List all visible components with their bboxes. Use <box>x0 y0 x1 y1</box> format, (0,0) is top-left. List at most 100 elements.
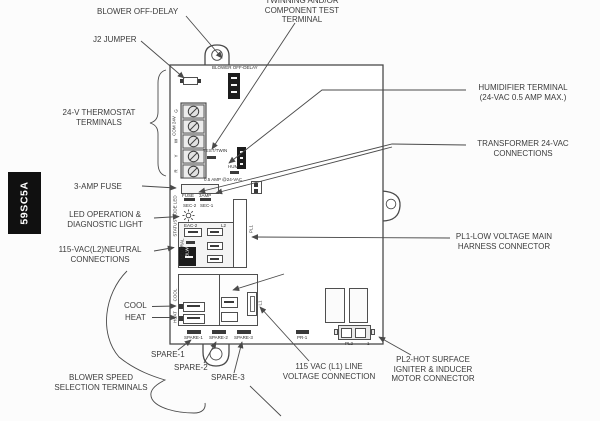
spade-slot <box>210 245 219 247</box>
sec2-pad <box>184 198 195 201</box>
screw-terminal-w <box>187 135 200 148</box>
relay-2 <box>349 288 368 323</box>
callout-twinning: TWINNING AND/OR COMPONENT TEST TERMINAL <box>247 0 357 25</box>
leader-cool <box>151 303 177 310</box>
leader-humidifier <box>228 89 466 164</box>
blw-label: BLW <box>184 247 190 257</box>
j2-jumper <box>183 77 198 85</box>
l1-label: L1 <box>257 300 263 306</box>
model-number-tab: 59SC5A <box>8 172 41 234</box>
pl2-board-label: PL2 <box>345 340 354 346</box>
right-mount-hole <box>385 198 397 210</box>
callout-line: MOTOR CONNECTOR <box>391 374 475 384</box>
leader-spare3 <box>233 341 244 374</box>
callout-pl2: PL2-HOT SURFACE IGNITER & INDUCER MOTOR … <box>381 355 485 384</box>
header-pin <box>254 183 258 187</box>
j2-pin-right <box>198 79 201 83</box>
terminal-label-y: Y <box>173 154 179 158</box>
callout-line: HARNESS CONNECTOR <box>457 241 551 251</box>
screw-terminal-g <box>187 105 200 118</box>
callout-line: TRANSFORMER 24-VAC <box>477 139 569 148</box>
callout-line: TWINNING AND/OR <box>265 0 339 5</box>
callout-blower-speed: BLOWER SPEED SELECTION TERMINALS <box>41 373 161 392</box>
callout-j2-jumper: J2 JUMPER <box>93 35 137 44</box>
leader-pl1 <box>251 234 451 241</box>
heat-terminal <box>183 314 205 324</box>
callout-line: (115-VAC 1.0 AMP MAX.) <box>283 266 374 276</box>
leader-blower-off-delay <box>185 15 223 59</box>
relay-1 <box>325 288 345 323</box>
pl2-pin-label: 1 <box>367 340 370 346</box>
leader-fuse <box>141 184 177 191</box>
leader-line-voltage <box>259 306 310 362</box>
right-mount-tab <box>381 190 401 222</box>
spade-slot <box>187 317 200 319</box>
callout-neutral: 115-VAC(L2)NEUTRAL CONNECTIONS <box>42 245 158 264</box>
cool-terminal <box>183 302 205 312</box>
bottom-mount-hole <box>209 347 223 361</box>
callout-spare1: SPARE-1 <box>151 350 185 359</box>
jumper-pin <box>231 84 237 86</box>
screw-terminal-r <box>187 165 200 178</box>
cool-nub <box>179 304 183 309</box>
jumper-pin <box>231 91 237 93</box>
pl2-pin-2 <box>355 328 366 338</box>
callout-spare2: SPARE-2 <box>174 363 208 372</box>
pl1-connector <box>233 199 247 268</box>
spade-slot <box>210 258 219 260</box>
spare2-pad <box>212 330 226 334</box>
callout-heat: HEAT <box>125 312 146 322</box>
model-number: 59SC5A <box>18 181 31 225</box>
pr1-pad <box>296 330 309 334</box>
callout-line: SELECTION TERMINALS <box>54 382 148 392</box>
spare2-board-label: SPARE-2 <box>209 335 228 340</box>
callout-blower-off-delay: BLOWER OFF-DELAY <box>97 7 179 16</box>
leader-spare1 <box>177 339 192 351</box>
terminal-label-w: W <box>173 138 179 144</box>
header-pin <box>254 189 258 193</box>
callout-transformer: TRANSFORMER 24-VAC CONNECTIONS <box>463 139 583 158</box>
callout-line: VOLTAGE CONNECTION <box>282 371 376 381</box>
callout-line: CONNECTIONS <box>493 148 553 158</box>
pl2-tab-left <box>334 329 338 335</box>
spade-slot <box>224 301 234 303</box>
spare3-pad <box>237 330 251 334</box>
block-divider <box>219 274 220 326</box>
spare1-board-label: SPARE-1 <box>184 335 203 340</box>
terminal-label-com: COM 24V <box>171 116 177 136</box>
screw-terminal-com <box>187 120 200 133</box>
thermostat-strip <box>180 102 207 179</box>
cool-vlabel: COOL <box>172 288 177 302</box>
callout-line: PL2-HOT SURFACE <box>396 355 470 364</box>
sec1-label: SEC-1 <box>200 202 214 208</box>
top-mount-hole <box>211 49 223 61</box>
l1-connector-inner <box>249 296 255 312</box>
screw-terminal-y <box>187 150 200 163</box>
twin-pin <box>240 157 243 159</box>
status-led-icon <box>182 209 195 222</box>
pl2-tab-right <box>371 329 375 335</box>
fuse-label: FUSE <box>182 193 195 198</box>
l2-label: L2 <box>221 222 227 228</box>
callout-line-voltage: 115 VAC (L1) LINE VOLTAGE CONNECTION <box>277 362 381 381</box>
hum-label: HUM <box>228 164 239 169</box>
hum-pad <box>230 171 239 174</box>
leader-tail <box>249 385 282 417</box>
jumper-pin <box>231 77 237 79</box>
neutral-label: NEUTRAL <box>179 238 184 260</box>
callout-line: TERMINALS <box>76 117 122 127</box>
callout-line: COMPONENT TEST <box>264 5 340 15</box>
sec1-pad <box>200 198 211 201</box>
callout-line: 24-V THERMOSTAT <box>62 108 136 117</box>
callout-line: EAC-1 TERMINAL <box>295 257 362 266</box>
terminal-label-g: G <box>173 109 179 113</box>
fuse-amp-label: 3AMP <box>199 193 212 198</box>
top-mount-tab <box>204 44 230 66</box>
callout-eac1: EAC-1 TERMINAL (115-VAC 1.0 AMP MAX.) <box>276 257 381 276</box>
pl2-pin-1 <box>341 328 352 338</box>
neutral-pad <box>186 241 195 244</box>
callout-line: LED OPERATION & <box>69 210 141 219</box>
callout-line: BLOWER SPEED <box>68 373 133 382</box>
pr1-label: PR-1 <box>297 335 308 340</box>
leader-pl2 <box>378 336 412 356</box>
